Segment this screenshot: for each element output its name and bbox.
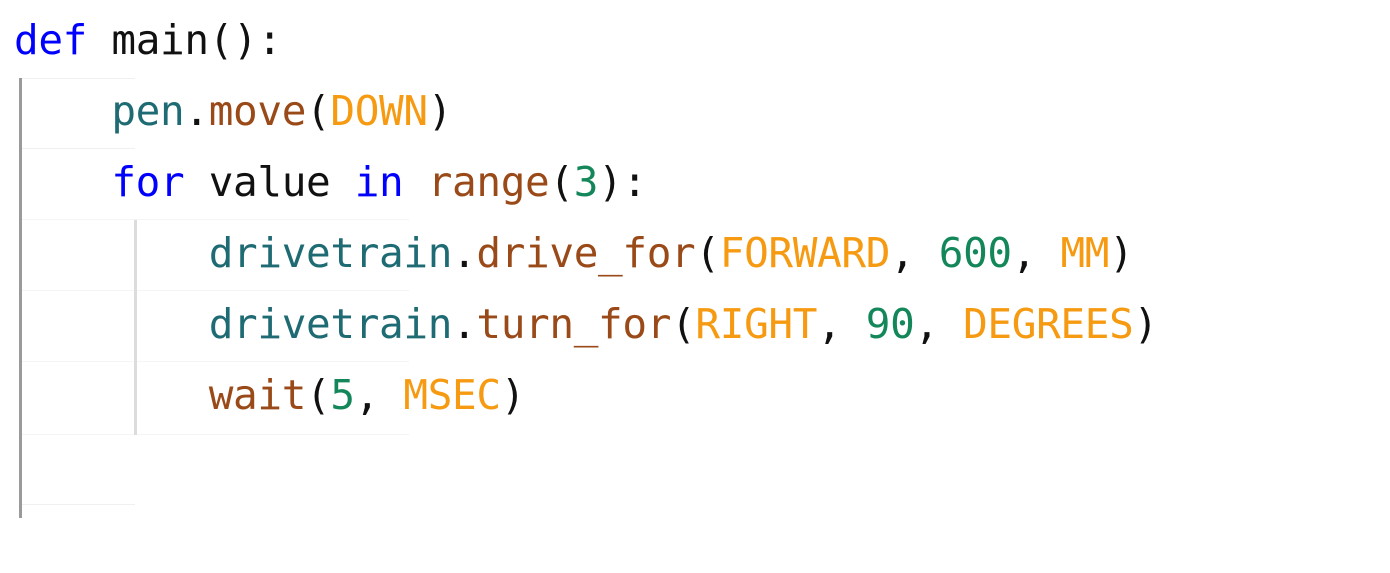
token-punct: )	[427, 87, 453, 135]
token-method: turn_for	[476, 300, 672, 348]
code-line[interactable]	[14, 431, 111, 502]
token-punct: ,	[890, 229, 939, 277]
token-punct: )	[1133, 300, 1158, 348]
token-keyword: in	[354, 158, 404, 206]
token-constant: MM	[1060, 229, 1110, 277]
code-line[interactable]: wait(5, MSEC)	[14, 360, 526, 431]
token-constant: MSEC	[403, 371, 501, 419]
token-object: pen	[111, 87, 185, 135]
line-indent	[14, 442, 111, 490]
token-constant: RIGHT	[695, 300, 818, 348]
code-line[interactable]: for value in range(3):	[14, 147, 647, 218]
token-method: drive_for	[476, 229, 696, 277]
token-plain: main	[111, 16, 209, 64]
token-constant: DEGREES	[963, 300, 1134, 348]
token-plain	[403, 158, 427, 206]
token-keyword: for	[111, 158, 185, 206]
code-line[interactable]: def main():	[14, 5, 282, 76]
token-punct: ,	[817, 300, 866, 348]
token-plain	[87, 16, 111, 64]
line-indent	[14, 229, 209, 277]
token-punct: ):	[598, 158, 647, 206]
code-editor[interactable]: def main(): pen.move(DOWN) for value in …	[0, 0, 1390, 518]
token-number: 3	[573, 158, 599, 206]
line-indent	[14, 158, 111, 206]
code-line[interactable]: drivetrain.turn_for(RIGHT, 90, DEGREES)	[14, 289, 1158, 360]
token-punct: ,	[1011, 229, 1061, 277]
token-punct: ,	[354, 371, 404, 419]
token-constant: DOWN	[330, 87, 428, 135]
line-indent	[14, 87, 111, 135]
code-line[interactable]: pen.move(DOWN)	[14, 76, 452, 147]
token-punct: (	[306, 87, 331, 135]
token-punct: ,	[914, 300, 964, 348]
token-punct: (	[695, 229, 720, 277]
token-punct: ():	[208, 16, 282, 64]
token-keyword: def	[14, 16, 88, 64]
token-method: wait	[208, 371, 307, 419]
token-object: drivetrain	[208, 229, 453, 277]
token-punct: .	[452, 229, 477, 277]
token-plain: value	[184, 158, 355, 206]
token-punct: .	[452, 300, 477, 348]
token-object: drivetrain	[208, 300, 453, 348]
line-indent	[14, 300, 209, 348]
token-punct: (	[306, 371, 331, 419]
token-punct: )	[1109, 229, 1134, 277]
token-punct: .	[184, 87, 209, 135]
line-indent	[14, 513, 111, 561]
token-punct: )	[500, 371, 526, 419]
token-number: 600	[938, 229, 1012, 277]
code-line[interactable]	[14, 502, 111, 573]
token-method: move	[208, 87, 307, 135]
token-punct: (	[671, 300, 696, 348]
token-number: 90	[865, 300, 915, 348]
token-number: 5	[330, 371, 355, 419]
token-punct: (	[549, 158, 574, 206]
code-line[interactable]: drivetrain.drive_for(FORWARD, 600, MM)	[14, 218, 1134, 289]
token-method: range	[427, 158, 550, 206]
token-constant: FORWARD	[719, 229, 891, 277]
line-indent	[14, 371, 209, 419]
